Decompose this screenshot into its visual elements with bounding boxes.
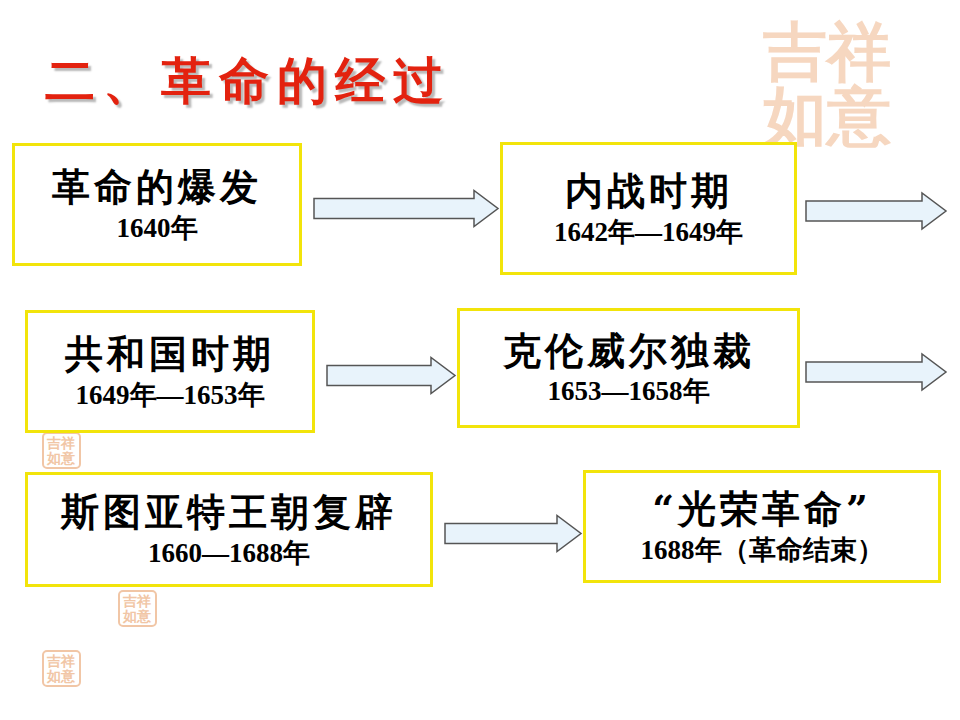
stage-box: “光荣革命”1688年（革命结束） bbox=[583, 470, 941, 583]
block-arrow bbox=[314, 191, 498, 227]
block-arrow bbox=[806, 193, 946, 390]
stage-box: 斯图亚特王朝复辟1660—1688年 bbox=[25, 472, 433, 587]
stage-years: 1649年—1653年 bbox=[76, 378, 265, 413]
stage-years: 1688年（革命结束） bbox=[641, 533, 884, 568]
stage-name: 内战时期 bbox=[565, 167, 733, 215]
block-arrow bbox=[445, 516, 581, 552]
block-arrow bbox=[327, 358, 455, 394]
stage-years: 1640年 bbox=[117, 211, 198, 246]
stage-years: 1660—1688年 bbox=[148, 536, 310, 571]
stage-name: 克伦威尔独裁 bbox=[503, 327, 755, 375]
stage-box: 共和国时期1649年—1653年 bbox=[25, 310, 315, 433]
watermark-seal: 吉祥如意 bbox=[42, 650, 81, 687]
stage-box: 内战时期1642年—1649年 bbox=[500, 142, 797, 275]
stage-box: 克伦威尔独裁1653—1658年 bbox=[457, 308, 800, 428]
stage-name: 斯图亚特王朝复辟 bbox=[61, 488, 397, 536]
watermark-seal: 吉祥如意 bbox=[118, 590, 157, 627]
stage-name: 共和国时期 bbox=[65, 330, 275, 378]
stage-box: 革命的爆发1640年 bbox=[12, 143, 302, 266]
slide-title: 二、革命的经过 bbox=[45, 48, 451, 115]
watermark-seal: 吉祥如意 bbox=[760, 20, 894, 148]
block-arrow bbox=[806, 193, 946, 229]
stage-years: 1642年—1649年 bbox=[554, 215, 743, 250]
watermark-seal: 吉祥如意 bbox=[42, 432, 81, 469]
stage-name: 革命的爆发 bbox=[52, 163, 262, 211]
block-arrow bbox=[806, 354, 946, 390]
stage-years: 1653—1658年 bbox=[548, 374, 710, 409]
stage-name: “光荣革命” bbox=[652, 485, 872, 533]
